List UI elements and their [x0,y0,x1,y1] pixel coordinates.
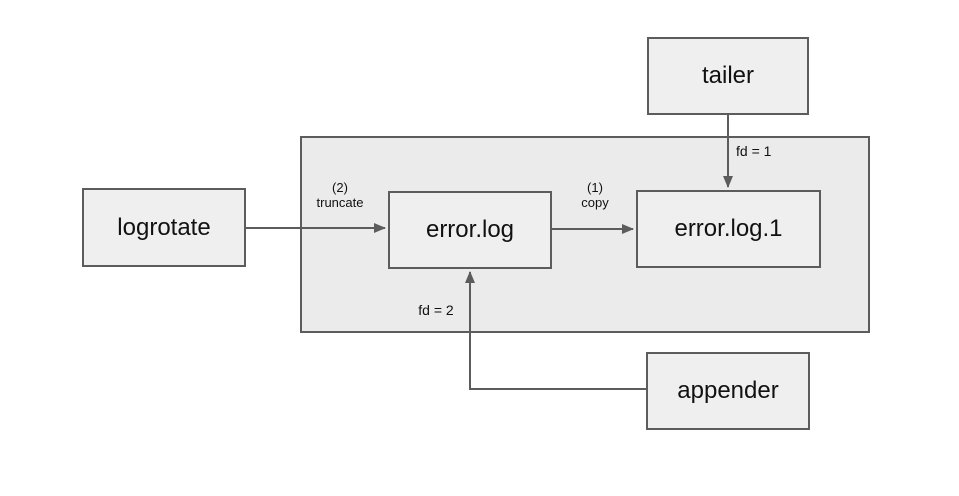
edge-label-truncate-action: truncate [316,195,364,210]
node-error-log-label: error.log [425,216,515,243]
node-error-log-1-label: error.log.1 [674,215,783,242]
node-appender-label: appender [677,377,779,404]
edge-appender-fd2-errorlog [465,271,646,390]
node-appender: appender [646,352,810,430]
edge-label-copy: (1) copy [555,180,635,210]
edge-label-fd1: fd = 1 [736,143,772,159]
node-tailer-label: tailer [701,62,755,89]
node-logrotate-label: logrotate [117,213,211,241]
edge-label-truncate: (2) truncate [300,180,380,210]
edge-label-fd2: fd = 2 [418,302,454,318]
edge-label-truncate-step: (2) [332,180,348,195]
node-error-log-1: error.log.1 [636,190,821,268]
node-tailer: tailer [647,37,809,115]
edge-label-copy-action: copy [581,195,609,210]
node-logrotate: logrotate [82,188,246,267]
node-error-log: error.log [388,191,552,269]
edge-label-copy-step: (1) [587,180,603,195]
